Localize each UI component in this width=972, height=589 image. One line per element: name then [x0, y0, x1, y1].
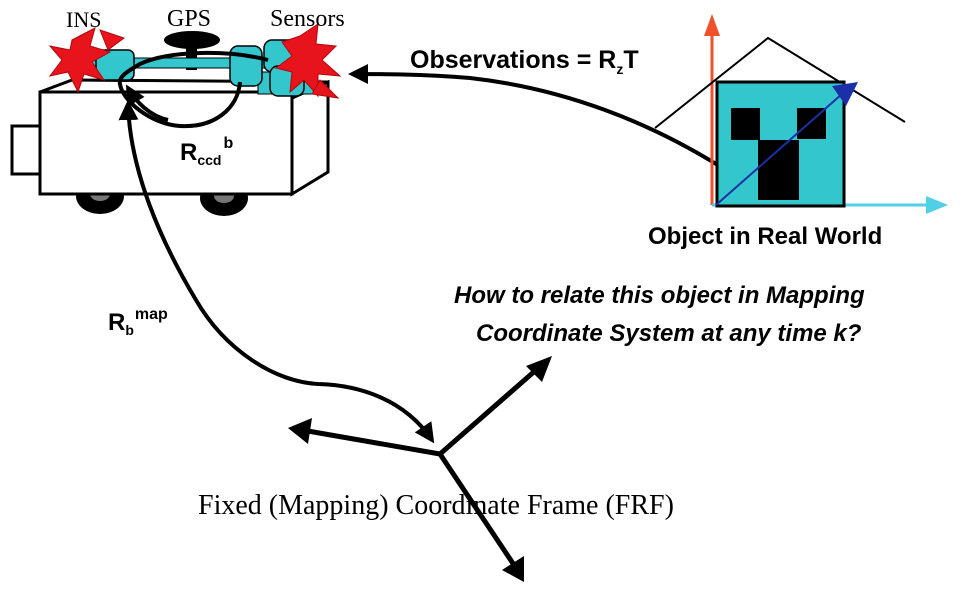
house-window-left	[731, 108, 760, 140]
rbmap-label: Rbmap	[108, 306, 168, 338]
ins-label: INS	[66, 7, 101, 32]
ins-frame-marker-icon	[48, 27, 126, 94]
question-line-1: How to relate this object in Mapping	[454, 282, 865, 309]
object-label: Object in Real World	[648, 223, 882, 250]
rbmap-arrow	[118, 100, 435, 444]
gps-label: GPS	[167, 6, 211, 32]
house-icon	[654, 14, 948, 214]
mapping-vehicle-icon	[10, 22, 342, 216]
gps-antenna-icon	[164, 31, 220, 70]
observations-label: Observations = RzT	[410, 46, 639, 77]
fixed-frame-label: Fixed (Mapping) Coordinate Frame (FRF)	[198, 490, 674, 521]
sensor-frame-marker-icon	[274, 22, 342, 99]
sensors-label: Sensors	[270, 6, 345, 32]
question-line-2: Coordinate System at any time k?	[476, 320, 862, 347]
observation-arrow	[348, 64, 737, 178]
fixed-frame-axes	[288, 356, 552, 582]
